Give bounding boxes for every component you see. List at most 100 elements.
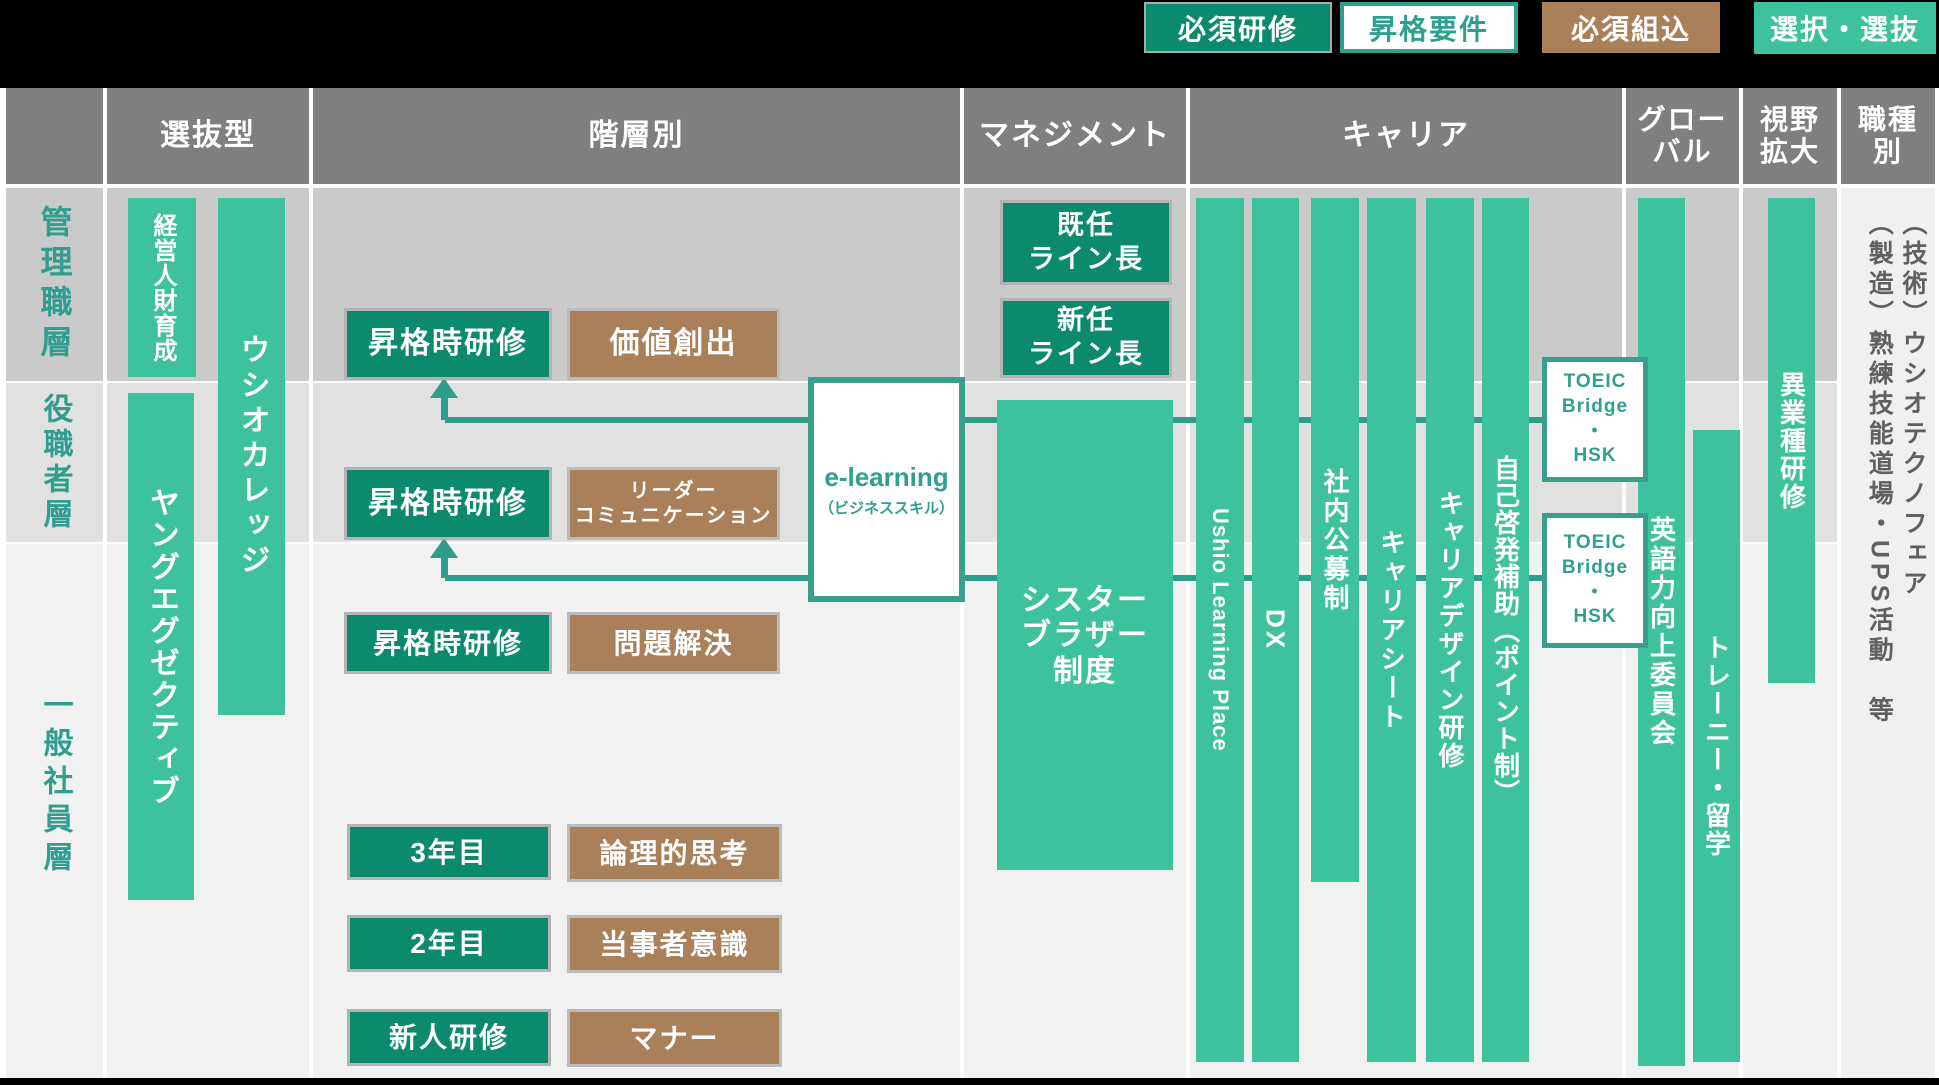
legend-embedded-label: 必須組込	[1570, 13, 1691, 45]
column-gap	[309, 188, 313, 1078]
bar-ushio-learning-place: Ushio Learning Place	[1196, 198, 1244, 1062]
box-logical-thinking-label: 論理的思考	[599, 837, 750, 869]
box-newcomer-training-label: 新人研修	[388, 1022, 509, 1053]
bar-trainee-study-abroad: トレーニー・留学	[1693, 430, 1740, 1062]
box-year3: 3年目	[347, 824, 551, 880]
box-elearning: e-learning （ビジネススキル）	[808, 377, 965, 602]
bar-internal-recruitment-label: 社内公募制	[1320, 467, 1350, 613]
box-promotion-training-1-label: 昇格時研修	[368, 327, 528, 361]
legend-required-label: 必須研修	[1177, 13, 1298, 45]
header-career: キャリア	[1190, 88, 1622, 184]
legend-promotion-requirement: 昇格要件	[1340, 2, 1518, 53]
jobtype-column	[1841, 188, 1935, 1078]
jobtype-text-label: （技術）ウシオテクノフェア （製造）熟練技能道場・UPS活動 等	[1865, 210, 1927, 727]
box-elearning-title: e-learning	[824, 461, 949, 492]
bar-young-executive-label: ヤングエグゼクティブ	[145, 486, 178, 807]
header-rowlabel-spacer	[6, 88, 103, 184]
legend-required-embedded: 必須組込	[1542, 2, 1720, 53]
bar-ushio-college: ウシオカレッジ	[218, 198, 285, 715]
bar-sister-brother-system: シスター ブラザー 制度	[997, 400, 1173, 870]
header-jobtype: 職種 別	[1841, 88, 1935, 184]
box-year3-label: 3年目	[410, 836, 488, 868]
rowlabel-management-label: 管理職層	[36, 204, 73, 365]
bottom-bar	[0, 1078, 1939, 1085]
box-ownership: 当事者意識	[567, 915, 782, 973]
header-hierarchy-label: 階層別	[588, 118, 685, 152]
column-gap	[1739, 188, 1743, 1078]
box-toeic-hsk-upper: TOEIC Bridge ・ HSK	[1542, 357, 1648, 482]
box-value-creation-label: 価値創出	[609, 327, 738, 361]
connector-line-lower	[445, 575, 1542, 581]
header-career-label: キャリア	[1342, 118, 1470, 152]
bar-cross-industry-training: 異業種研修	[1768, 198, 1815, 683]
header-management-label: マネジメント	[979, 118, 1171, 152]
box-newcomer-training: 新人研修	[347, 1009, 551, 1066]
bar-career-sheet: キャリアシート	[1367, 198, 1416, 1062]
box-promotion-training-1: 昇格時研修	[344, 308, 552, 380]
box-problem-solving: 問題解決	[567, 612, 780, 674]
box-year2-label: 2年目	[410, 928, 488, 959]
jobtype-text: （技術）ウシオテクノフェア （製造）熟練技能道場・UPS活動 等	[1843, 210, 1933, 1070]
box-new-line-manager-label: 新任 ライン長	[1028, 305, 1144, 369]
header-perspective: 視野 拡大	[1743, 88, 1837, 184]
box-new-line-manager: 新任 ライン長	[1000, 298, 1172, 378]
bar-self-development-subsidy-label: 自己啓発補助（ポイント制）	[1490, 454, 1521, 806]
column-gap	[103, 188, 107, 1078]
rowlabel-general-label: 一般社員層	[38, 689, 72, 879]
header-jobtype-label: 職種 別	[1857, 103, 1918, 167]
bar-career-sheet-label: キャリアシート	[1376, 528, 1407, 732]
arrow-up-icon	[430, 378, 458, 398]
box-ownership-label: 当事者意識	[599, 928, 750, 960]
box-value-creation: 価値創出	[567, 308, 780, 380]
column-gap	[960, 188, 964, 1078]
box-manner: マナー	[567, 1009, 782, 1067]
legend-elective-selection: 選択・選抜	[1754, 2, 1936, 54]
bar-young-executive: ヤングエグゼクティブ	[128, 393, 194, 900]
bar-ushio-college-label: ウシオカレッジ	[235, 334, 269, 579]
bar-executive-talent-label: 経営人財育成	[149, 212, 176, 363]
rowlabel-general: 一般社員層	[6, 544, 103, 1024]
legend-elective-label: 選択・選抜	[1769, 14, 1920, 45]
legend-required-training: 必須研修	[1144, 2, 1332, 53]
bar-dx: DX	[1252, 198, 1299, 1062]
header-perspective-label: 視野 拡大	[1759, 103, 1820, 167]
box-year2: 2年目	[347, 915, 551, 972]
bar-ushio-learning-place-label: Ushio Learning Place	[1208, 508, 1233, 752]
bar-executive-talent: 経営人財育成	[128, 198, 196, 377]
bar-career-design-training-label: キャリアデザイン研修	[1435, 490, 1465, 770]
bar-english-improvement-committee-label: 英語力向上委員会	[1646, 516, 1677, 748]
rowlabel-supervisor: 役職者層	[6, 383, 103, 542]
rowlabel-supervisor-label: 役職者層	[38, 392, 72, 533]
box-existing-line-manager-label: 既任 ライン長	[1028, 209, 1144, 274]
header-hierarchy: 階層別	[313, 88, 960, 184]
bar-self-development-subsidy: 自己啓発補助（ポイント制）	[1482, 198, 1529, 1062]
box-manner-label: マナー	[629, 1022, 720, 1054]
box-problem-solving-label: 問題解決	[613, 627, 734, 659]
box-promotion-training-3-label: 昇格時研修	[372, 627, 523, 659]
arrow-shaft-lower	[441, 554, 448, 578]
header-selection-label: 選抜型	[160, 118, 256, 152]
box-promotion-training-3: 昇格時研修	[344, 612, 552, 674]
bar-dx-label: DX	[1260, 608, 1291, 652]
arrow-shaft-upper	[441, 394, 448, 420]
bar-trainee-study-abroad-label: トレーニー・留学	[1701, 634, 1732, 858]
box-toeic-hsk-lower: TOEIC Bridge ・ HSK	[1542, 513, 1648, 648]
rowlabel-management: 管理職層	[6, 188, 103, 381]
box-leader-communication: リーダー コミュニケーション	[567, 467, 780, 540]
bar-sister-brother-system-label: シスター ブラザー 制度	[1021, 584, 1149, 688]
box-elearning-subtitle: （ビジネススキル）	[818, 499, 954, 517]
bar-cross-industry-training-label: 異業種研修	[1776, 370, 1807, 511]
column-gap	[1186, 188, 1190, 1078]
bar-career-design-training: キャリアデザイン研修	[1426, 198, 1474, 1062]
box-toeic-hsk-upper-label: TOEIC Bridge ・ HSK	[1561, 371, 1629, 467]
box-promotion-training-2: 昇格時研修	[344, 467, 552, 540]
box-promotion-training-2-label: 昇格時研修	[368, 486, 528, 520]
arrow-up-icon	[430, 538, 458, 558]
box-logical-thinking: 論理的思考	[567, 824, 782, 882]
header-selection: 選抜型	[107, 88, 309, 184]
box-leader-communication-label: リーダー コミュニケーション	[574, 479, 773, 527]
bar-internal-recruitment: 社内公募制	[1311, 198, 1359, 882]
header-management: マネジメント	[964, 88, 1186, 184]
header-global: グロー バル	[1626, 88, 1739, 184]
